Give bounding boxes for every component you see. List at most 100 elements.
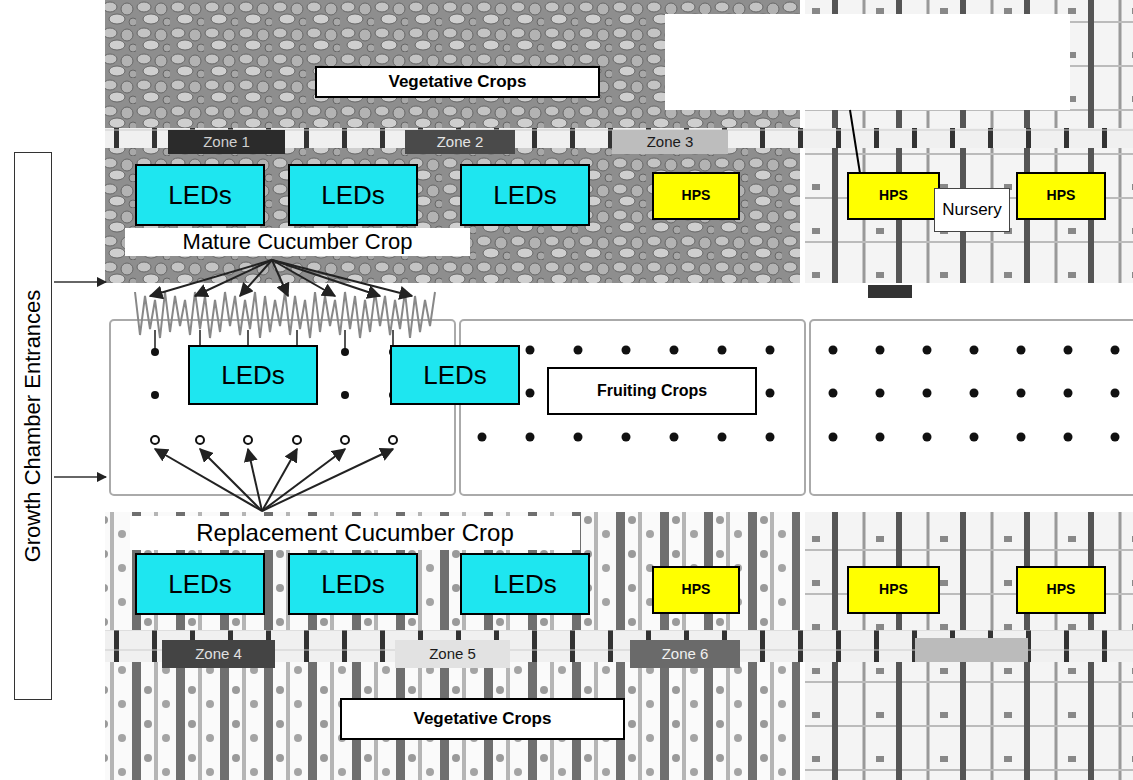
young-plant	[293, 436, 301, 444]
led-lamp: LEDs	[390, 345, 520, 405]
label-text: Zone 6	[662, 646, 709, 663]
label-text: Zone 3	[647, 134, 694, 151]
label-text: Nursery	[942, 201, 1002, 220]
label-text: Zone 5	[429, 646, 476, 663]
young-plant	[196, 436, 204, 444]
crop-area	[805, 148, 1133, 283]
hps-lamp: HPS	[1016, 172, 1106, 220]
plant-dot	[1064, 346, 1073, 355]
crop-area	[805, 662, 1133, 780]
zone-label: Zone 5	[395, 640, 510, 668]
fan-arrow	[195, 260, 272, 296]
label-text: HPS	[1047, 582, 1076, 597]
led-lamp: LEDs	[460, 164, 590, 226]
crop-label: Vegetative Crops	[340, 698, 625, 740]
label-text: LEDs	[493, 181, 557, 210]
plant-dot	[1111, 389, 1120, 398]
label-text: LEDs	[221, 361, 285, 390]
zone-label: Zone 4	[162, 640, 275, 668]
plant-dot	[876, 346, 885, 355]
plant-dot	[341, 348, 349, 356]
crop-label: Mature Cucumber Crop	[125, 228, 470, 256]
marker-block	[868, 285, 912, 298]
fan-arrow	[150, 260, 272, 296]
crop-label: Vegetative Crops	[315, 66, 600, 98]
label-text: Mature Cucumber Crop	[183, 230, 413, 254]
led-lamp: LEDs	[288, 553, 418, 615]
plant-dot	[718, 346, 727, 355]
plant-dot	[1017, 389, 1026, 398]
hps-lamp: HPS	[847, 566, 940, 614]
plant-dot	[1111, 346, 1120, 355]
plant-dot	[970, 433, 979, 442]
crop-label: Replacement Cucumber Crop	[130, 516, 580, 550]
label-text: LEDs	[168, 181, 232, 210]
plant-dot	[478, 433, 487, 442]
label-text: LEDs	[168, 570, 232, 599]
young-plant	[341, 436, 349, 444]
entrance-label: Growth Chamber Entrances	[14, 152, 52, 700]
label-text: HPS	[682, 582, 711, 597]
label-text: LEDs	[321, 570, 385, 599]
plant-dot	[718, 433, 727, 442]
plant-dot	[574, 346, 583, 355]
crop-area	[105, 148, 800, 283]
plant-dot	[829, 389, 838, 398]
zone-label: Zone 1	[168, 130, 285, 154]
crop-area	[105, 512, 800, 630]
label-text: HPS	[879, 582, 908, 597]
label-text: LEDs	[493, 570, 557, 599]
fan-arrow	[262, 449, 345, 511]
label-text: LEDs	[423, 361, 487, 390]
led-lamp: LEDs	[135, 164, 265, 226]
plant-stem	[154, 330, 156, 350]
fan-arrow	[248, 449, 262, 511]
label-text: Zone 4	[195, 646, 242, 663]
plant-dot	[876, 389, 885, 398]
plant-dot	[766, 346, 775, 355]
hps-lamp: HPS	[652, 566, 740, 614]
label-text: Replacement Cucumber Crop	[196, 520, 513, 546]
hps-lamp: HPS	[652, 172, 740, 220]
plant-dot	[923, 389, 932, 398]
plant-dot	[829, 433, 838, 442]
entrance-arrow	[54, 281, 106, 283]
zone-label: Zone 3	[612, 130, 728, 154]
plant-dot	[341, 391, 349, 399]
label-text: Zone 1	[203, 134, 250, 151]
plant-dot	[151, 391, 159, 399]
label-text: Zone 2	[437, 134, 484, 151]
label-text: Vegetative Crops	[414, 710, 552, 729]
young-plant	[244, 436, 252, 444]
label-text: Growth Chamber Entrances	[21, 290, 45, 563]
plant-stem	[344, 330, 346, 350]
plant-dot	[622, 433, 631, 442]
hps-lamp: HPS	[847, 172, 940, 220]
fan-arrow	[272, 260, 380, 296]
plant-dot	[1064, 389, 1073, 398]
plant-dot	[923, 433, 932, 442]
plant-dot	[622, 346, 631, 355]
plant-dot	[526, 346, 535, 355]
plant-dot	[670, 433, 679, 442]
zone-label: Zone 6	[630, 640, 740, 668]
plant-dot	[526, 433, 535, 442]
label-text: LEDs	[321, 181, 385, 210]
area-label: Nursery	[934, 188, 1010, 232]
plant-dot	[766, 433, 775, 442]
plant-dot	[970, 389, 979, 398]
plant-dot	[1017, 346, 1026, 355]
plant-dot	[1111, 433, 1120, 442]
blank-panel	[665, 14, 1070, 110]
fan-arrow	[200, 449, 262, 511]
fan-arrow	[272, 260, 412, 296]
bay-outline	[810, 320, 1133, 495]
plant-and-arrow-group	[135, 260, 1120, 511]
plant-dot	[1017, 433, 1026, 442]
label-text: HPS	[682, 188, 711, 203]
label-text: Fruiting Crops	[597, 382, 707, 400]
plant-dot	[1064, 433, 1073, 442]
label-text: Vegetative Crops	[389, 73, 527, 92]
led-lamp: LEDs	[288, 164, 418, 226]
